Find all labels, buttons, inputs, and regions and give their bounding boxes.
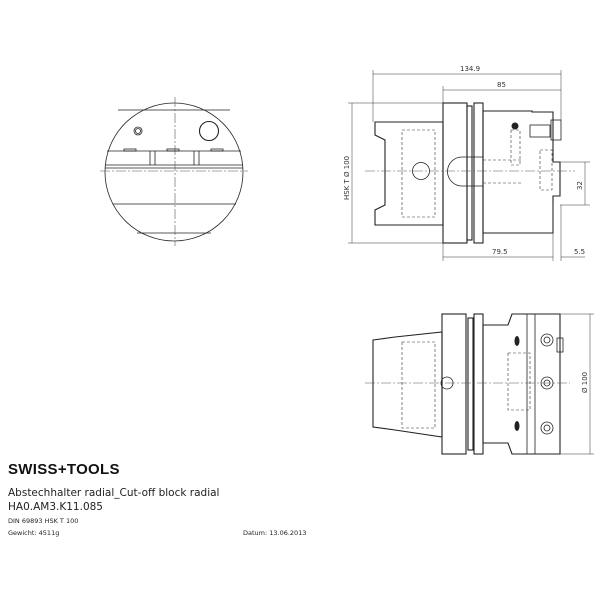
dim-body-diameter: Ø 100 [581,372,589,393]
top-view-dimensions: Ø 100 [560,313,594,455]
dim-offset: 32 [576,181,584,190]
dim-overall-length: 134.9 [460,65,480,73]
dim-hsk-diameter: HSK T Ø 100 [343,156,351,200]
dim-body-length: 85 [497,81,506,89]
side-view-dimensions: 134.9 85 HSK T Ø 100 32 79.5 5.5 [343,65,590,261]
dim-end-offset: 5.5 [574,248,585,256]
weight: Gewicht: 4511g [8,529,60,537]
brand-logo: SWISS+TOOLS [8,461,120,478]
date: Datum: 13.06.2013 [243,529,307,537]
dim-shank-length: 79.5 [492,248,508,256]
top-view [365,313,570,455]
standard: DIN 69893 HSK T 100 [8,517,79,525]
part-number: HA0.AM3.K11.085 [8,501,103,513]
detail-view [100,97,248,246]
part-description: Abstechhalter radial_Cut-off block radia… [8,487,220,499]
side-view [365,102,575,244]
